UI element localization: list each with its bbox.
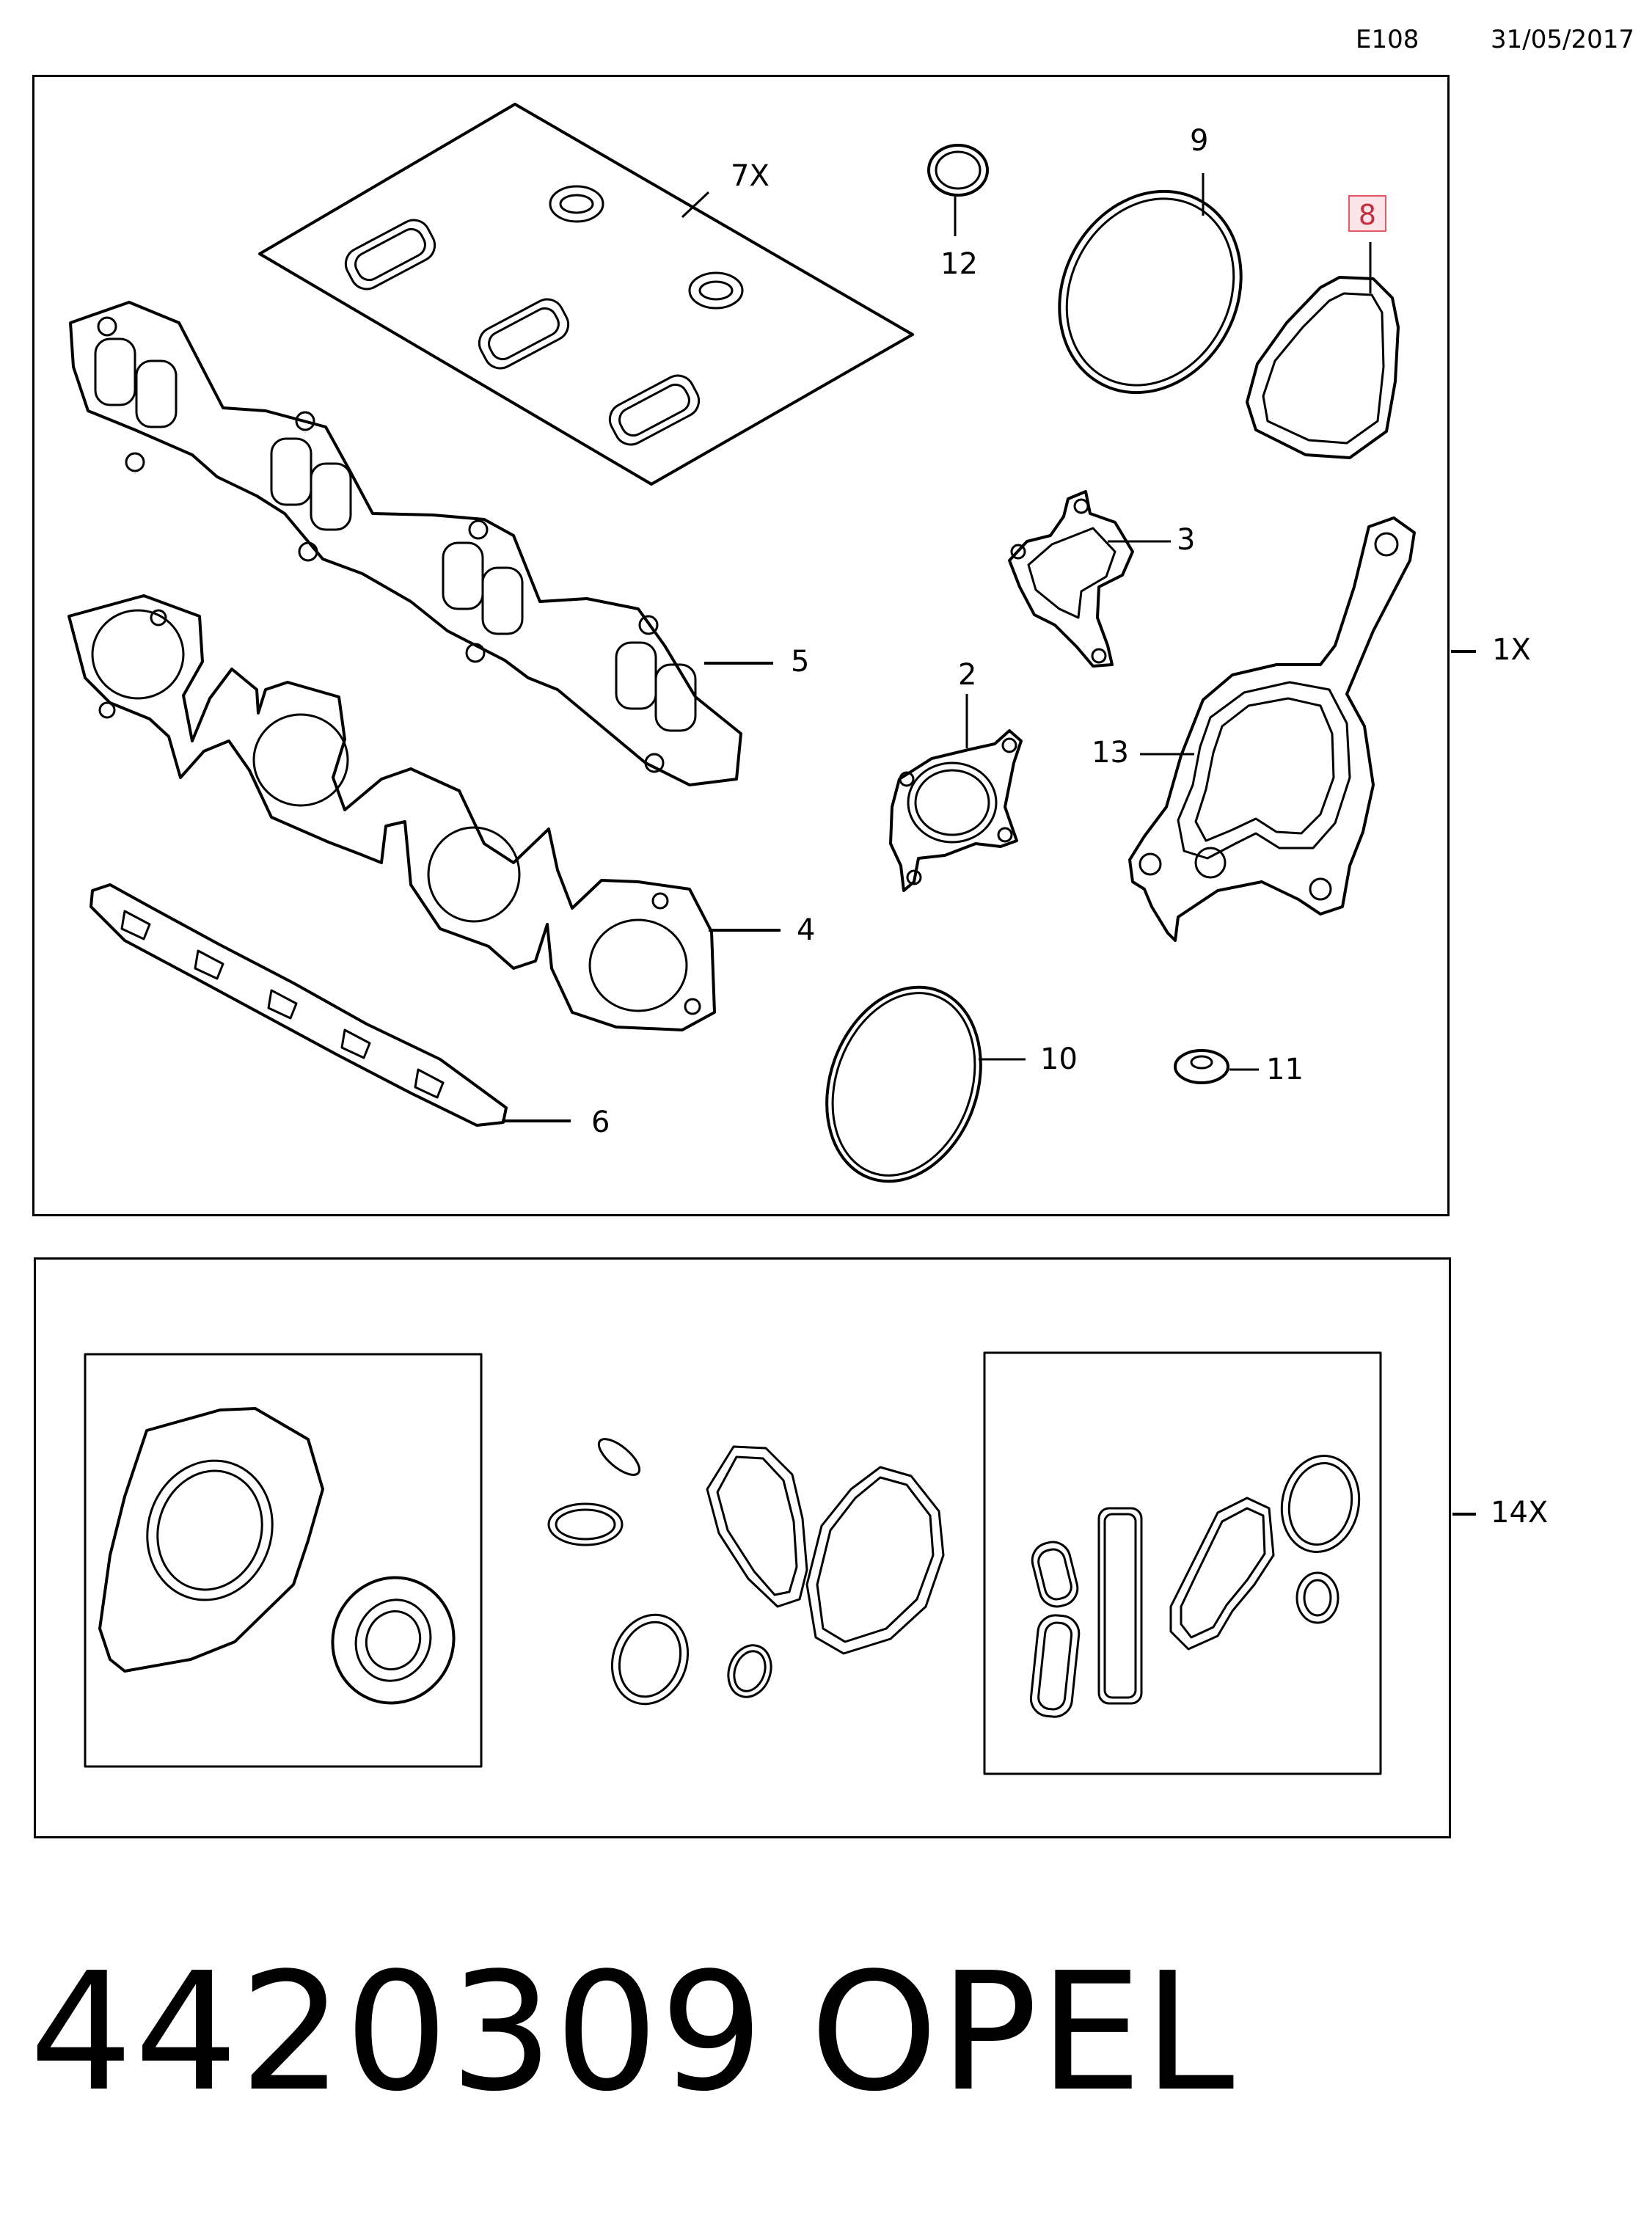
callout-14x: 14X — [1491, 1496, 1549, 1530]
exhaust-manifold-gasket — [69, 301, 773, 786]
callout-3: 3 — [1177, 523, 1196, 557]
large-o-ring — [1058, 173, 1243, 395]
callout-8-highlight[interactable]: 8 — [1348, 195, 1386, 232]
callout-4: 4 — [797, 913, 816, 947]
callout-11: 11 — [1266, 1053, 1304, 1086]
small-o-ring — [927, 144, 989, 236]
strip-gasket — [89, 883, 571, 1127]
brand-name: OPEL — [810, 1938, 1236, 2127]
highlighted-seal-ring — [1246, 242, 1400, 459]
oil-cooler-gasket-set — [983, 1351, 1382, 1775]
callout-12: 12 — [940, 247, 978, 281]
flange-gasket-3 — [1008, 490, 1171, 668]
callout-13: 13 — [1092, 736, 1129, 770]
callout-1x: 1X — [1492, 633, 1531, 667]
callout-10: 10 — [1040, 1042, 1078, 1076]
callout-2: 2 — [958, 658, 977, 692]
callout-6: 6 — [591, 1106, 610, 1139]
callout-5: 5 — [791, 645, 810, 679]
loose-o-rings — [547, 1438, 945, 1706]
cover-gasket-13 — [1128, 516, 1416, 942]
washer — [1174, 1049, 1259, 1084]
panel-kit-1x — [32, 75, 1450, 1216]
medium-o-ring — [825, 985, 1026, 1183]
part-number: 4420309 — [29, 1938, 765, 2127]
callout-7x: 7X — [731, 159, 770, 193]
callout-9: 9 — [1190, 124, 1209, 158]
diagram-date: 31/05/2017 — [1491, 25, 1634, 54]
crankshaft-seal-set — [84, 1353, 483, 1768]
exhaust-gasket — [67, 594, 781, 1031]
panel-kit-14x — [34, 1257, 1451, 1838]
diagram-code: E108 — [1356, 25, 1419, 54]
flange-gasket-2 — [889, 694, 1023, 892]
intake-seals-card — [258, 103, 914, 486]
